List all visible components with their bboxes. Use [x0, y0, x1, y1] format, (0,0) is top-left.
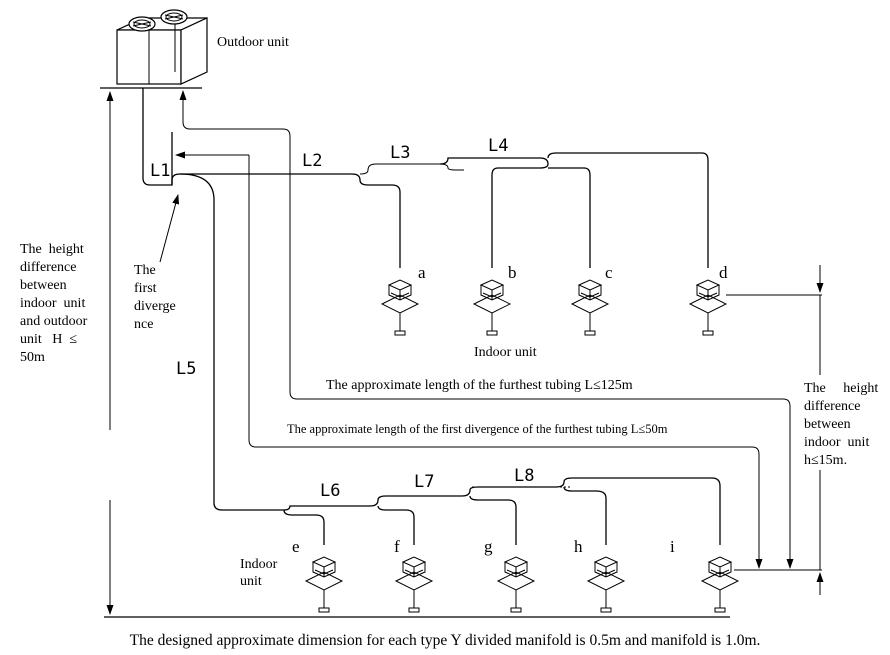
pipe-label-l3: L3 — [390, 143, 410, 163]
unit-label-g: g — [484, 537, 493, 556]
height-indoor-line-3: between — [804, 417, 851, 432]
unit-label-h: h — [574, 537, 583, 556]
first-divergence-label-2: first — [134, 281, 157, 296]
indoor-unit-bottom-label-line2: unit — [240, 574, 262, 589]
first-divergence-label-1: The — [134, 263, 156, 278]
height-outdoor-line-3: between — [20, 278, 67, 293]
unit-label-i: i — [670, 537, 675, 556]
unit-label-a: a — [418, 263, 426, 282]
height-outdoor-line-5: and outdoor — [20, 314, 88, 329]
pipe-label-l8: L8 — [514, 466, 534, 486]
height-outdoor-line-4: indoor unit — [20, 296, 85, 311]
outdoor-unit-label: Outdoor unit — [217, 35, 289, 50]
height-indoor-line-4: indoor unit — [804, 435, 869, 450]
unit-label-b: b — [508, 263, 517, 282]
first-divergence-pointer — [159, 194, 180, 263]
height-arrow-outdoor — [104, 91, 730, 618]
height-label-indoor: The height difference between indoor uni… — [804, 381, 878, 468]
indoor-unit-f — [395, 556, 433, 613]
first-divergence-tubing-label: The approximate length of the first dive… — [287, 422, 668, 436]
pipe-label-l6: L6 — [320, 481, 340, 501]
height-arrow-indoor — [726, 265, 824, 595]
unit-label-d: d — [719, 263, 728, 282]
pipe-label-l2: L2 — [302, 151, 322, 171]
height-label-outdoor: The height difference between indoor uni… — [20, 242, 88, 365]
height-indoor-line-2: difference — [804, 399, 860, 414]
pipe-label-l5: L5 — [176, 359, 196, 379]
indoor-unit-g — [497, 556, 535, 613]
pipe-label-l1: L1 — [150, 161, 170, 181]
indoor-unit-d — [689, 279, 727, 336]
indoor-unit-i — [701, 556, 739, 613]
footer-note: The designed approximate dimension for e… — [130, 632, 761, 649]
indoor-unit-h — [587, 556, 625, 613]
measurement-paths — [175, 90, 794, 569]
indoor-unit-bottom-label-line1: Indoor — [240, 557, 278, 572]
height-outdoor-line-7: 50m — [20, 350, 45, 365]
pipe-label-l7: L7 — [414, 472, 434, 492]
indoor-unit-c — [571, 279, 609, 336]
unit-label-e: e — [292, 537, 300, 556]
indoor-unit-e — [305, 556, 343, 613]
height-indoor-line-5: h≤15m. — [804, 453, 847, 468]
unit-label-c: c — [605, 263, 613, 282]
first-divergence-label-4: nce — [134, 317, 153, 332]
outdoor-unit-icon — [116, 9, 208, 85]
indoor-unit-top-label: Indoor unit — [474, 345, 537, 360]
first-divergence-label-3: diverge — [134, 299, 176, 314]
height-outdoor-line-2: difference — [20, 260, 76, 275]
unit-label-f: f — [394, 537, 400, 556]
indoor-unit-a — [381, 279, 419, 336]
indoor-unit-b — [473, 279, 511, 336]
height-outdoor-line-6: unit H ≤ — [20, 332, 77, 347]
height-outdoor-line-1: The height — [20, 242, 84, 257]
height-indoor-line-1: The height — [804, 381, 878, 396]
pipe-label-l4: L4 — [488, 136, 508, 156]
furthest-tubing-label: The approximate length of the furthest t… — [326, 378, 633, 393]
pipe-network — [142, 88, 721, 545]
